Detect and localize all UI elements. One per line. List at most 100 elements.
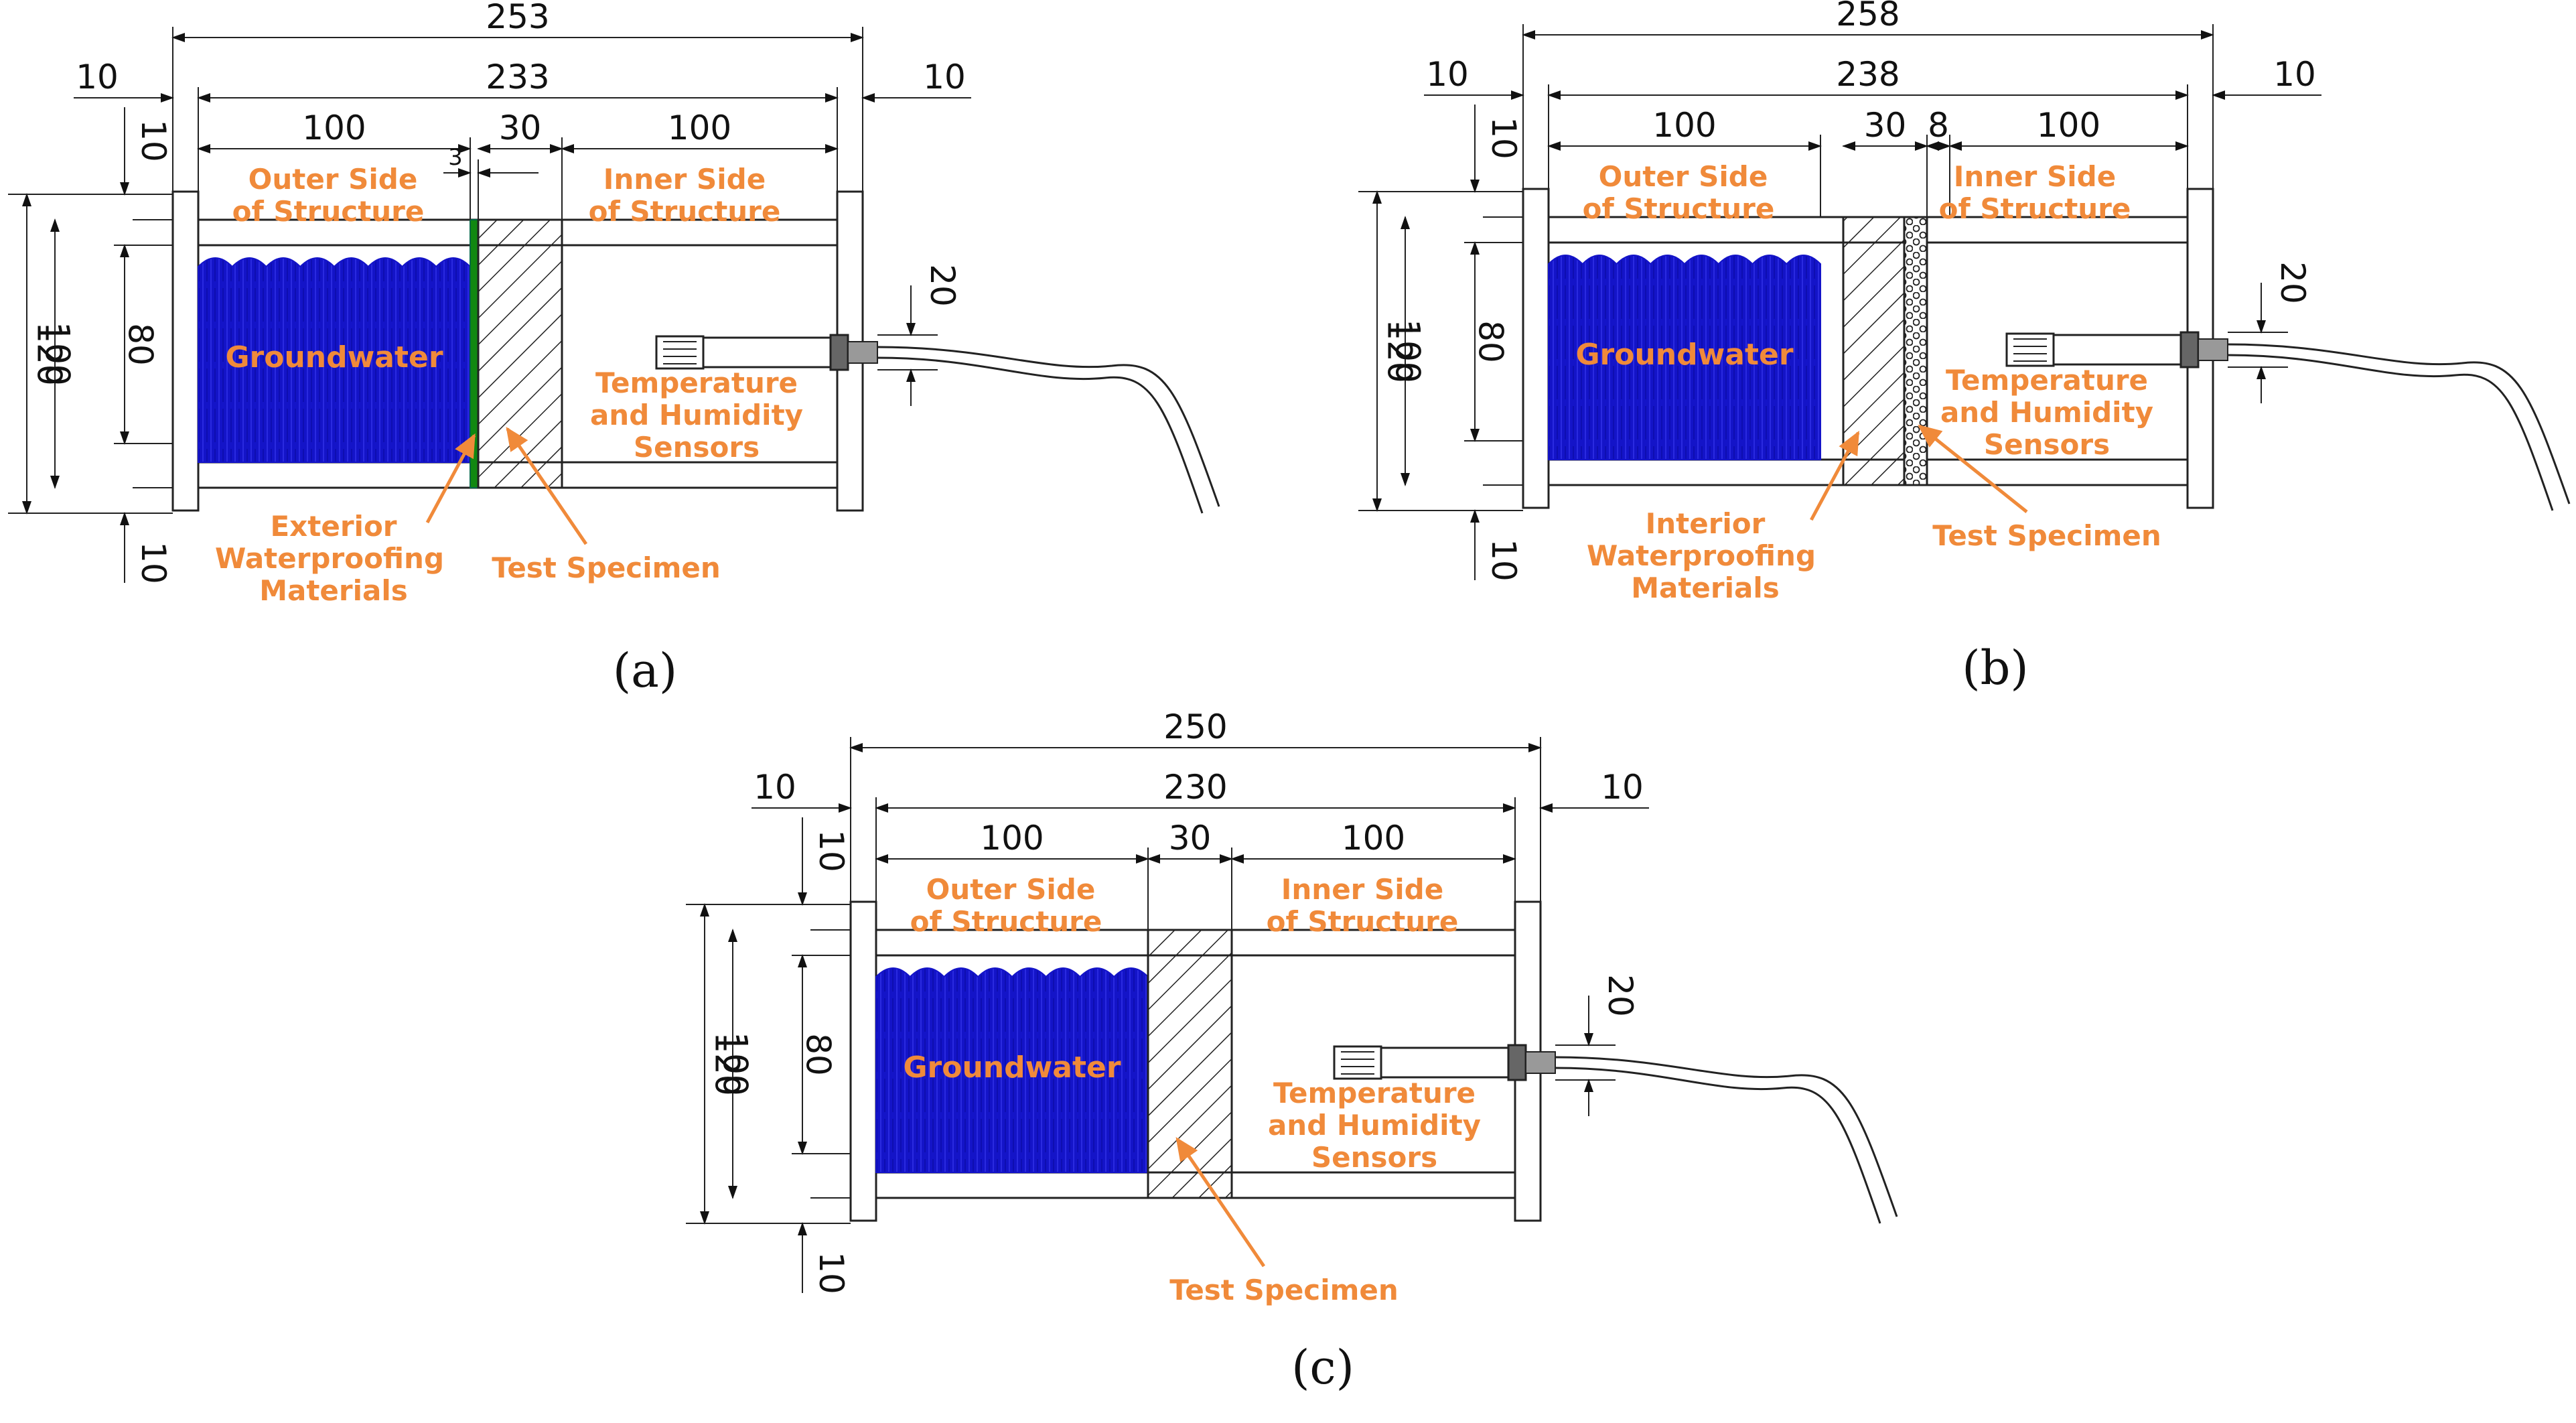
waterproofing-label-3: Materials	[1631, 571, 1780, 604]
inner-side-label-2: of Structure	[1939, 192, 2131, 225]
sensor-cable-2	[1555, 1067, 1881, 1224]
outer-side-label-1: Outer Side	[1599, 160, 1768, 193]
dim-sensor-label: 20	[1601, 974, 1640, 1017]
dim-height-total-label: 120	[708, 1032, 747, 1095]
dim-flange-right-label: 10	[923, 58, 966, 96]
sensor-thread	[847, 341, 878, 364]
dim-inner-label: 238	[1836, 55, 1900, 94]
dim-height-total-label: 120	[1380, 319, 1419, 383]
dim-inner-label: 230	[1163, 768, 1227, 807]
waterproofing-label-1: Interior	[1646, 507, 1766, 540]
sensor-cable	[877, 346, 1220, 507]
groundwater-label: Groundwater	[225, 340, 443, 375]
dim-bottom-flange-label: 10	[1484, 539, 1523, 582]
sensor-body	[2052, 334, 2182, 366]
dim-specimen-label: 30	[499, 109, 542, 147]
interior-waterproofing-layer	[1903, 216, 1928, 486]
dim-specimen-label: 30	[1169, 819, 1212, 858]
sensor-cable-2	[2227, 354, 2554, 511]
left-flange	[849, 900, 877, 1222]
outer-side-label-2: of Structure	[1583, 192, 1775, 225]
sensor-label-1: Temperature	[1273, 1077, 1476, 1109]
dim-bottom-flange-label: 10	[812, 1251, 851, 1294]
sensor-cable	[2227, 343, 2571, 504]
dim-overall-label: 253	[486, 0, 549, 36]
dim-height-inner-label: 100	[1388, 319, 1427, 383]
inner-side-label-1: Inner Side	[603, 163, 766, 196]
outer-side-label-2: of Structure	[232, 195, 425, 228]
groundwater-label: Groundwater	[1575, 338, 1793, 372]
inner-side-label-1: Inner Side	[1281, 873, 1443, 906]
dim-overall-label: 250	[1163, 707, 1227, 746]
sensor-body	[702, 336, 832, 368]
dim-sensor-label: 20	[923, 264, 962, 307]
dim-membrane-label: 8	[1928, 106, 1949, 145]
dim-left-chamber-label: 100	[980, 819, 1044, 858]
sensor-thread	[1525, 1051, 1556, 1074]
specimen-callout-arrow	[1918, 424, 2028, 513]
sensor-label-3: Sensors	[1984, 428, 2110, 461]
dim-sensor-label: 20	[2273, 261, 2312, 304]
groundwater-area	[1548, 255, 1821, 460]
outer-side-label-1: Outer Side	[248, 163, 418, 196]
dim-right-chamber-label: 100	[1342, 819, 1405, 858]
dim-height-inner-label: 100	[716, 1032, 755, 1095]
dim-height-water-label: 80	[121, 323, 160, 366]
waterproofing-label-2: Waterproofing	[1587, 539, 1816, 572]
dim-height-total-label: 120	[30, 322, 69, 385]
dim-top-flange-label: 10	[134, 119, 173, 162]
specimen-callout-label: Test Specimen	[1932, 519, 2161, 552]
dim-top-flange-label: 10	[1484, 117, 1523, 159]
sensor-label-2: and Humidity	[1940, 396, 2153, 429]
inner-side-label-1: Inner Side	[1954, 160, 2116, 193]
inner-side-label-2: of Structure	[589, 195, 781, 228]
sensor-label-1: Temperature	[1946, 364, 2148, 397]
panel-caption: (a)	[613, 643, 677, 698]
dim-top-flange-label: 10	[812, 829, 851, 872]
panel-caption: (c)	[1291, 1340, 1354, 1395]
outer-side-label-1: Outer Side	[926, 873, 1096, 906]
waterproofing-callout-arrow	[1810, 430, 1860, 521]
sensor-thread	[2198, 338, 2228, 361]
sensor-body	[1380, 1046, 1510, 1079]
specimen-callout-arrow	[506, 427, 588, 545]
sensor-label-3: Sensors	[634, 431, 760, 464]
outer-side-label-2: of Structure	[910, 905, 1102, 938]
left-flange	[1522, 188, 1550, 509]
exterior-waterproofing-layer	[470, 219, 479, 488]
sensor-nut	[1507, 1044, 1527, 1081]
sensor-label-1: Temperature	[595, 366, 798, 399]
dim-left-chamber-label: 100	[1652, 106, 1716, 145]
dim-flange-left-label: 10	[754, 768, 796, 807]
dim-height-water-label: 80	[799, 1033, 838, 1076]
waterproofing-callout-arrow	[425, 433, 476, 524]
waterproofing-label-1: Exterior	[270, 510, 397, 543]
sensor-label-2: and Humidity	[590, 399, 803, 431]
specimen-callout-label: Test Specimen	[492, 551, 721, 584]
dim-inner-label: 233	[486, 58, 549, 96]
left-flange	[171, 190, 200, 512]
dim-overall-label: 258	[1836, 0, 1900, 33]
dim-specimen-label: 30	[1864, 106, 1907, 145]
panel-caption: (b)	[1962, 640, 2028, 695]
sensor-label-2: and Humidity	[1268, 1109, 1481, 1142]
specimen-callout-arrow	[1175, 1137, 1266, 1268]
dim-right-chamber-label: 100	[668, 109, 731, 147]
dim-height-inner-label: 100	[38, 322, 77, 385]
waterproofing-label-2: Waterproofing	[215, 542, 444, 575]
sensor-cable-2	[877, 356, 1204, 514]
dim-right-chamber-label: 100	[2037, 106, 2100, 145]
dim-bottom-flange-label: 10	[134, 541, 173, 584]
groundwater-area	[875, 967, 1149, 1173]
dim-flange-right-label: 10	[1601, 768, 1644, 807]
sensor-nut	[829, 334, 849, 371]
inner-side-label-2: of Structure	[1267, 905, 1459, 938]
waterproofing-label-3: Materials	[259, 574, 408, 607]
dim-left-chamber-label: 100	[302, 109, 366, 147]
dim-membrane-label: 3	[448, 144, 463, 171]
dim-flange-left-label: 10	[1426, 55, 1469, 94]
